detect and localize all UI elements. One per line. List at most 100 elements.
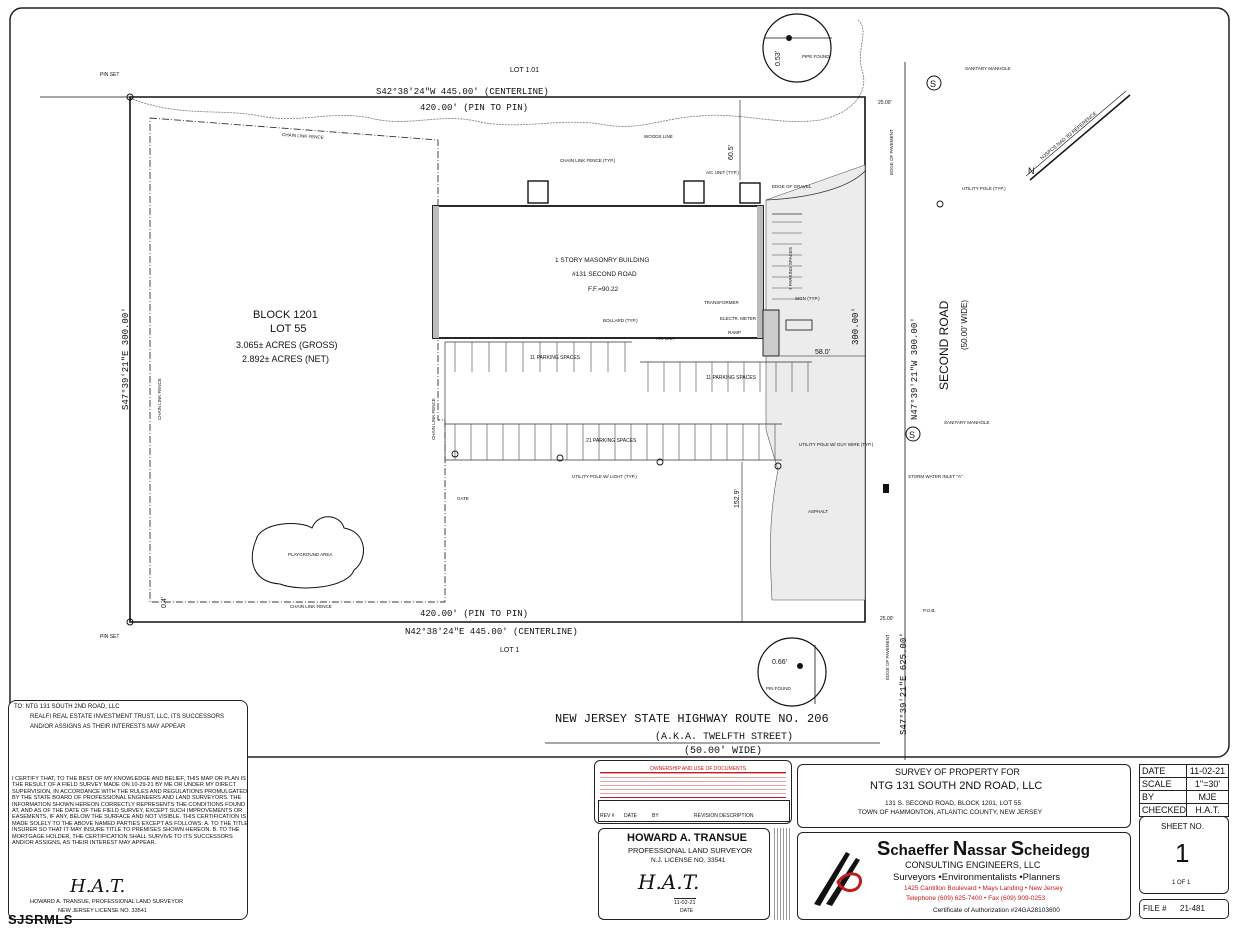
- east-dim-label: 300.00': [851, 307, 861, 345]
- firm-name-3: cheidegg: [1024, 842, 1090, 859]
- sheet-date-label: DATE: [1140, 765, 1187, 777]
- pipe-detail-circle: [762, 13, 832, 83]
- firm-name-2: assar: [967, 842, 1011, 859]
- dim-0-4-label: 0.4': [161, 597, 168, 608]
- hwy-bearing-label: S47°39'21"E 625.00': [899, 632, 909, 735]
- hwy-width-label: (50.00' WIDE): [684, 745, 762, 757]
- block-label: BLOCK 1201: [253, 309, 318, 321]
- gate-label: GATE: [457, 496, 469, 501]
- sheet-date-value: 11-02-21: [1189, 766, 1226, 776]
- surveyor-signature: H.A.T.: [638, 870, 700, 894]
- firm-name-s1: S: [877, 838, 891, 860]
- building-hatch-west: [433, 206, 439, 338]
- sheet-scale-label: SCALE: [1140, 778, 1187, 790]
- file-label: FILE #: [1143, 904, 1167, 913]
- surveyor-date-label: DATE: [680, 908, 693, 914]
- utility-pole-light-label: UTILITY POLE W/ LIGHT (TYP.): [572, 474, 637, 479]
- dim-0-53-label: 0.53': [775, 51, 782, 66]
- sanitary-manhole-n-glyph: S: [930, 79, 936, 89]
- pin-set-nw-label: PIN SET: [100, 72, 119, 78]
- ac-unit-typ-label: A/C UNIT (TYP.): [706, 170, 739, 175]
- surveyor-panel: [598, 828, 770, 920]
- woods-line: [129, 19, 864, 127]
- sheet-by-row: BY MJE: [1139, 790, 1229, 803]
- surveyor-license: N.J. LICENSE NO. 33541: [651, 857, 726, 864]
- building-line1: 1 STORY MASONRY BUILDING: [555, 257, 649, 264]
- road-width-label: (50.00' WIDE): [960, 300, 969, 350]
- chain-fence-bottom-label: CHAIN LINK FENCE: [290, 604, 332, 609]
- acres-gross-label: 3.065± ACRES (GROSS): [236, 340, 337, 350]
- utility-pole-guy-label: UTILITY POLE W/ GUY WIRE (TYP.): [799, 442, 874, 447]
- sheet-no-label: SHEET NO.: [1161, 822, 1204, 831]
- hwy-name-label: NEW JERSEY STATE HIGHWAY ROUTE NO. 206: [555, 712, 829, 726]
- certification-panel: [8, 700, 248, 920]
- title-line2: NTG 131 SOUTH 2ND ROAD, LLC: [870, 780, 1043, 792]
- file-value: 21-481: [1180, 904, 1205, 913]
- cert-signer: HOWARD A. TRANSUE, PROFESSIONAL LAND SUR…: [30, 899, 184, 905]
- property-boundary: [129, 96, 866, 623]
- nad-ref-label: NJSPCS NAD '83 REFERENCE: [1039, 110, 1098, 161]
- south-pin-label: 420.00' (PIN TO PIN): [420, 609, 528, 619]
- edge-of-gravel-label: EDGE OF GRAVEL: [772, 184, 812, 189]
- north-bearing-label: S42°38'24"W 445.00' (CENTERLINE): [376, 87, 549, 97]
- dim-58-label: 58.0': [815, 349, 830, 356]
- parking-21-label: 21 PARKING SPACES: [586, 438, 637, 444]
- utility-pole-typ-label: UTILITY POLE (TYP.): [962, 186, 1006, 191]
- building-hatch-east: [757, 206, 763, 338]
- chain-link-fence-line: [149, 117, 446, 603]
- sign-1: [785, 319, 813, 331]
- dim-25-s-label: 25.00': [880, 616, 894, 622]
- lot-label: LOT 55: [270, 323, 307, 335]
- title-line4: TOWN OF HAMMONTON, ATLANTIC COUNTY, NEW …: [858, 809, 1043, 816]
- chain-fence-west-label: CHAIN LINK FENCE: [157, 378, 162, 420]
- west-bearing-label: S47°39'21"E 300.00': [121, 307, 131, 410]
- pin-found-marker: [797, 663, 803, 669]
- sheet-border: [9, 7, 1230, 758]
- pin-set-sw-marker: [126, 618, 134, 626]
- chain-fence-typ-label: CHAIN LINK FENCE (TYP.): [560, 158, 616, 163]
- transformer-label: TRANSFORMER: [704, 300, 740, 305]
- cert-to3: AND/OR ASSIGNS AS THEIR INTERESTS MAY AP…: [30, 724, 186, 730]
- firm-address: 1425 Cantillon Boulevard • Mays Landing …: [904, 885, 1063, 892]
- sanitary-manhole-n-icon: [926, 75, 942, 91]
- firm-phone: Telephone (609) 625-7400 • Fax (609) 909…: [906, 895, 1046, 902]
- sheet-no-value: 1: [1175, 838, 1190, 868]
- cert-license: NEW JERSEY LICENSE NO. 33541: [58, 908, 147, 914]
- surveyor-name: HOWARD A. TRANSUE: [627, 832, 747, 844]
- firm-services: Surveyors •Environmentalists •Planners: [893, 872, 1061, 883]
- title-line1: SURVEY OF PROPERTY FOR: [895, 767, 1020, 777]
- cert-signature: H.A.T.: [70, 876, 126, 897]
- cert-body: I CERTIFY THAT, TO THE BEST OF MY KNOWLE…: [12, 776, 248, 847]
- cert-to2: REALFI REAL ESTATE INVESTMENT TRUST, LLC…: [30, 714, 225, 720]
- acres-net-label: 2.892± ACRES (NET): [242, 354, 329, 364]
- file-panel: [1139, 899, 1229, 919]
- sanitary-manhole-s-glyph: S: [909, 430, 915, 440]
- mls-watermark: SJSRMLS: [8, 912, 73, 927]
- sheet-by-value: MJE: [1198, 792, 1217, 802]
- sheet-checked-label: CHECKED: [1142, 804, 1187, 816]
- sign-label: SIGN (TYP.): [795, 296, 820, 301]
- playground-label: PLAYGROUND AREA: [288, 552, 332, 557]
- sheet-by-label: BY: [1140, 791, 1187, 803]
- parking-11a-label: 11 PARKING SPACES: [530, 355, 581, 361]
- ac-unit-2: [683, 180, 705, 204]
- firm-panel: [797, 832, 1131, 920]
- utility-poles: [451, 200, 944, 470]
- edge-of-pavement-n-label: EDGE OF PAVEMENT: [889, 129, 894, 175]
- ac-unit-3: [739, 182, 761, 204]
- hwy-aka-label: (A.K.A. TWELFTH STREET): [655, 731, 793, 743]
- transformer-pad: [762, 309, 780, 357]
- sanitary-manhole-s-icon: [905, 426, 921, 442]
- pob-label: P.O.B.: [923, 608, 936, 613]
- pin-detail-circle: [757, 637, 827, 707]
- ramp-label: RAMP: [728, 330, 741, 335]
- parking-rows: [444, 213, 812, 461]
- dim-25-n-label: 25.00': [878, 100, 892, 106]
- pin-set-nw-marker: [126, 93, 134, 101]
- title-panel: [797, 764, 1131, 828]
- parking-7-label: 7 PARKING SPACES: [788, 247, 793, 290]
